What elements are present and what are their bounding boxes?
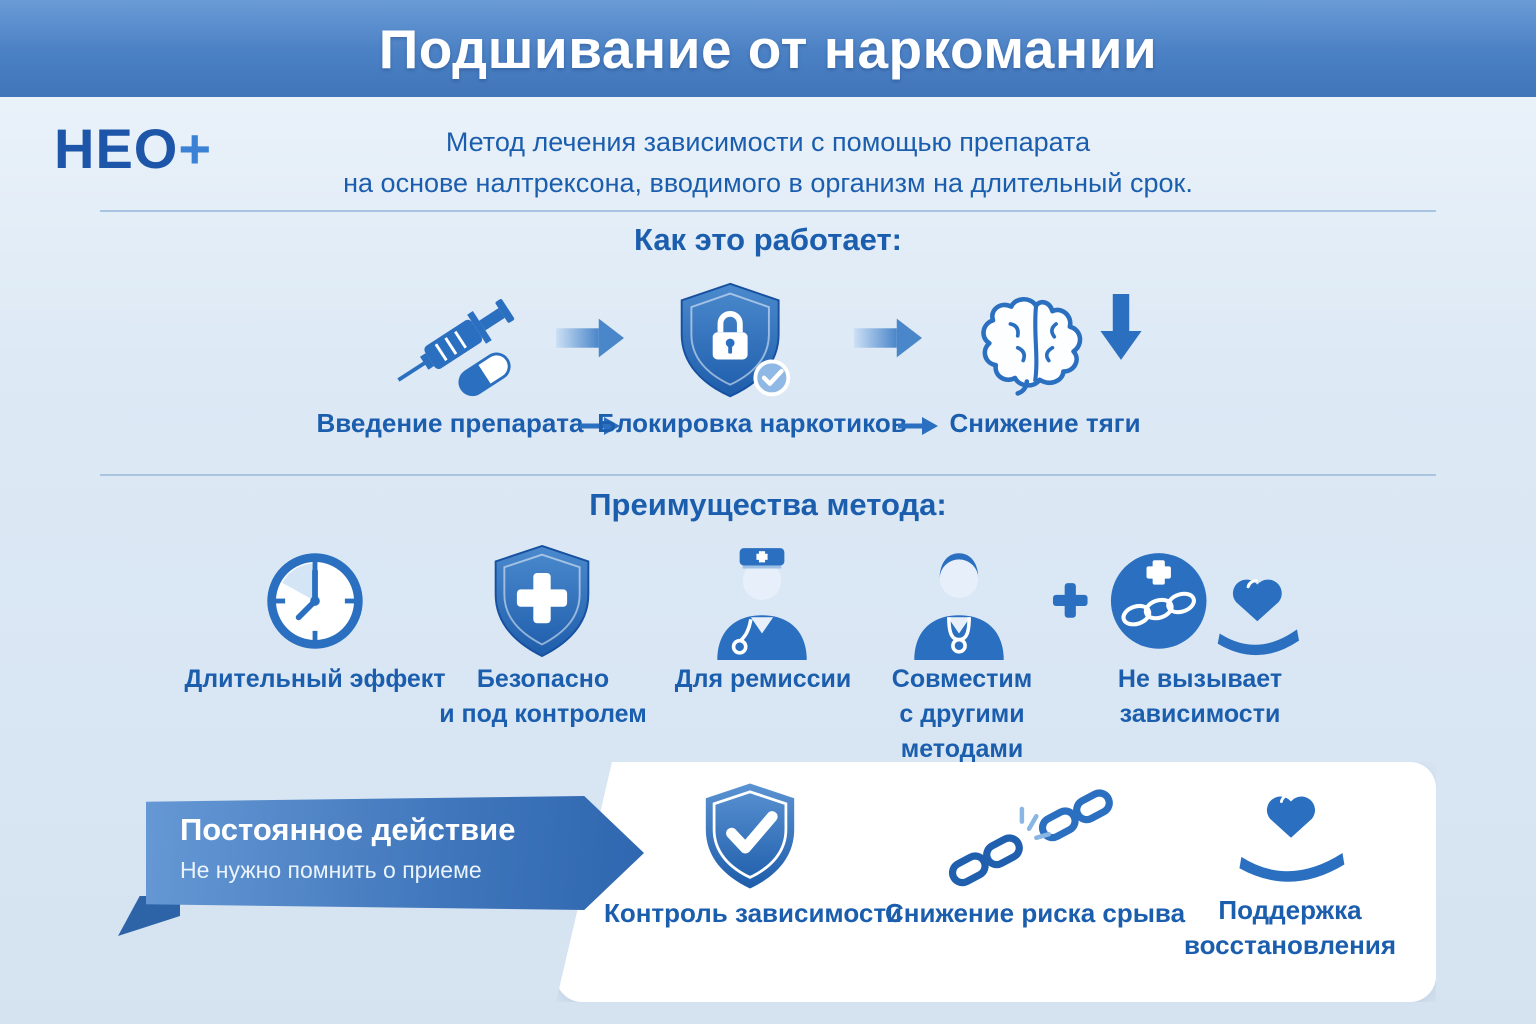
- adv-label-long-effect: Длительный эффект: [184, 665, 446, 693]
- brain-decrease-icon: [972, 290, 1100, 400]
- syringe-pill-icon: [378, 282, 543, 407]
- down-arrow-icon: [1100, 294, 1142, 366]
- step-arrow-icon: [896, 414, 940, 438]
- logo-text: НЕО: [54, 117, 179, 180]
- clinic-logo: НЕО+: [54, 116, 212, 181]
- shield-check-icon: [696, 778, 804, 894]
- divider-top: [100, 210, 1436, 212]
- doctor-stethoscope-icon: [903, 538, 1015, 662]
- intro-text: Метод лечения зависимости с помощью преп…: [343, 127, 1193, 198]
- ribbon-subtitle: Не нужно помнить о приеме: [180, 857, 482, 883]
- how-section-heading: Как это работает:: [634, 222, 902, 257]
- arrow-right-icon: [556, 316, 624, 360]
- shield-lock-icon: [672, 278, 798, 406]
- ribbon-title: Постоянное действие: [180, 812, 516, 847]
- heart-hand-icon: [1228, 776, 1352, 890]
- plus-icon: [1052, 583, 1088, 618]
- divider-middle: [100, 474, 1436, 476]
- result-label-relapse: Снижение риска срыва: [884, 898, 1186, 928]
- step-arrow-icon: [578, 414, 622, 438]
- ribbon-banner: Постоянное действие Не нужно помнить о п…: [146, 796, 644, 910]
- advantages-heading: Преимущества метода:: [589, 487, 947, 522]
- result-label-control: Контроль зависимости: [603, 898, 903, 928]
- shield-cross-icon: [486, 540, 598, 662]
- adv-label-remission: Для ремиссии: [674, 665, 852, 693]
- result-label-recovery: Поддержка восстановления: [1183, 895, 1397, 960]
- adv-label-compatible: Совместим с другими методами: [891, 665, 1033, 763]
- adv-label-safe: Безопасно и под контролем: [439, 665, 647, 728]
- step-label-craving: Снижение тяги: [949, 408, 1141, 438]
- heart-in-hand-icon: [1217, 579, 1300, 656]
- adv-label-no-dependence: Не вызывает зависимости: [1117, 665, 1283, 728]
- broken-chain-icon: [925, 782, 1135, 890]
- doctor-cap-icon: [706, 538, 818, 662]
- clock-icon: [262, 548, 368, 654]
- step-label-injection: Введение препарата: [316, 408, 584, 438]
- chain-circle-icon: [1110, 553, 1207, 649]
- page-title: Подшивание от наркомании: [378, 17, 1158, 80]
- no-addiction-icon: [1048, 544, 1304, 666]
- header-bar: Подшивание от наркомании: [0, 0, 1536, 97]
- step-label-blocking: Блокировка наркотиков: [597, 408, 907, 438]
- logo-plus-icon: +: [178, 117, 213, 180]
- arrow-right-icon: [854, 316, 922, 360]
